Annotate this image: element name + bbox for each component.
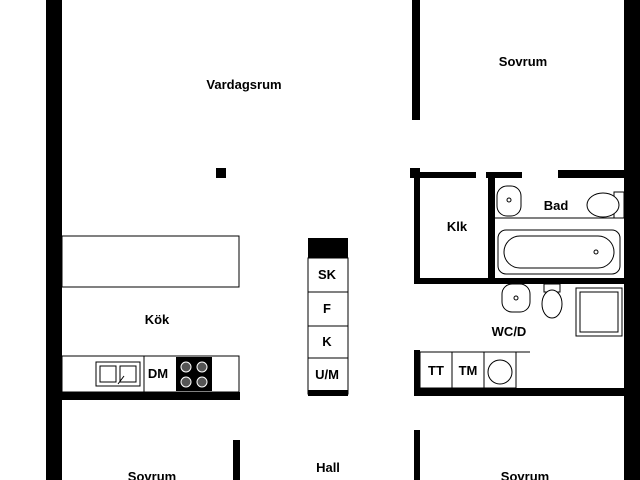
stove-burner-2 xyxy=(196,361,208,373)
room-label-sovrum-top-right: Sovrum xyxy=(499,54,547,69)
wcd-fixtures: TT TM xyxy=(419,283,623,389)
wall-bath-bottom xyxy=(414,278,626,284)
bathtub-inner xyxy=(503,235,615,269)
room-label-hall: Hall xyxy=(316,460,340,475)
wc-sink-drain xyxy=(513,295,519,301)
wall-bottom-right-horizontal xyxy=(414,388,626,396)
wall-bath-top-b xyxy=(558,170,626,178)
sink-basin-left xyxy=(99,365,117,383)
bath-sink-drain xyxy=(506,197,512,203)
bathroom-fixtures xyxy=(495,185,625,275)
wall-left-outer xyxy=(46,0,62,480)
tt-label: TT xyxy=(428,363,444,378)
pillar xyxy=(216,168,226,178)
sink-tap xyxy=(117,375,125,385)
walls xyxy=(46,0,640,480)
k-label: K xyxy=(322,334,332,349)
wall-bottom-left-horizontal xyxy=(62,392,240,400)
stove-burner-3 xyxy=(180,376,192,388)
wall-klk-left xyxy=(414,178,420,280)
f-label: F xyxy=(323,301,331,316)
tm-label: TM xyxy=(459,363,478,378)
room-label-vardagsrum: Vardagsrum xyxy=(206,77,281,92)
wall-bath-top-a xyxy=(486,172,522,178)
room-label-wcd: WC/D xyxy=(492,324,527,339)
room-label-bad: Bad xyxy=(544,198,569,213)
sink-basin-right xyxy=(119,365,137,383)
wall-right-outer xyxy=(624,0,640,480)
stove xyxy=(176,357,212,391)
column-bottom xyxy=(308,390,348,396)
bath-toilet-bowl xyxy=(586,192,620,218)
laundry-sink-bowl xyxy=(487,359,513,385)
shaft-top xyxy=(308,238,348,258)
wall-wc-left xyxy=(414,350,420,394)
tm-box xyxy=(451,351,485,389)
wall-mid-upper xyxy=(412,0,420,120)
appliance-column: SK F K U/M xyxy=(307,257,349,396)
stove-burner-4 xyxy=(196,376,208,388)
room-label-sovrum-bottom-right: Sovrum xyxy=(501,469,549,480)
dm-label: DM xyxy=(148,366,168,381)
shower-inner xyxy=(579,291,619,333)
room-label-kok: Kök xyxy=(145,312,170,327)
kitchen-island xyxy=(61,235,240,288)
wc-toilet-bowl xyxy=(541,289,563,319)
um-label: U/M xyxy=(315,367,339,382)
bathtub-drain xyxy=(593,249,599,255)
wall-hall-right xyxy=(414,430,420,480)
wall-hall-left xyxy=(233,440,240,480)
wall-klk-bath-divider xyxy=(488,178,495,280)
stove-burner-1 xyxy=(180,361,192,373)
room-label-sovrum-bottom-left: Sovrum xyxy=(128,469,176,480)
tt-box xyxy=(419,351,453,389)
room-label-klk: Klk xyxy=(447,219,468,234)
sk-label: SK xyxy=(318,267,337,282)
